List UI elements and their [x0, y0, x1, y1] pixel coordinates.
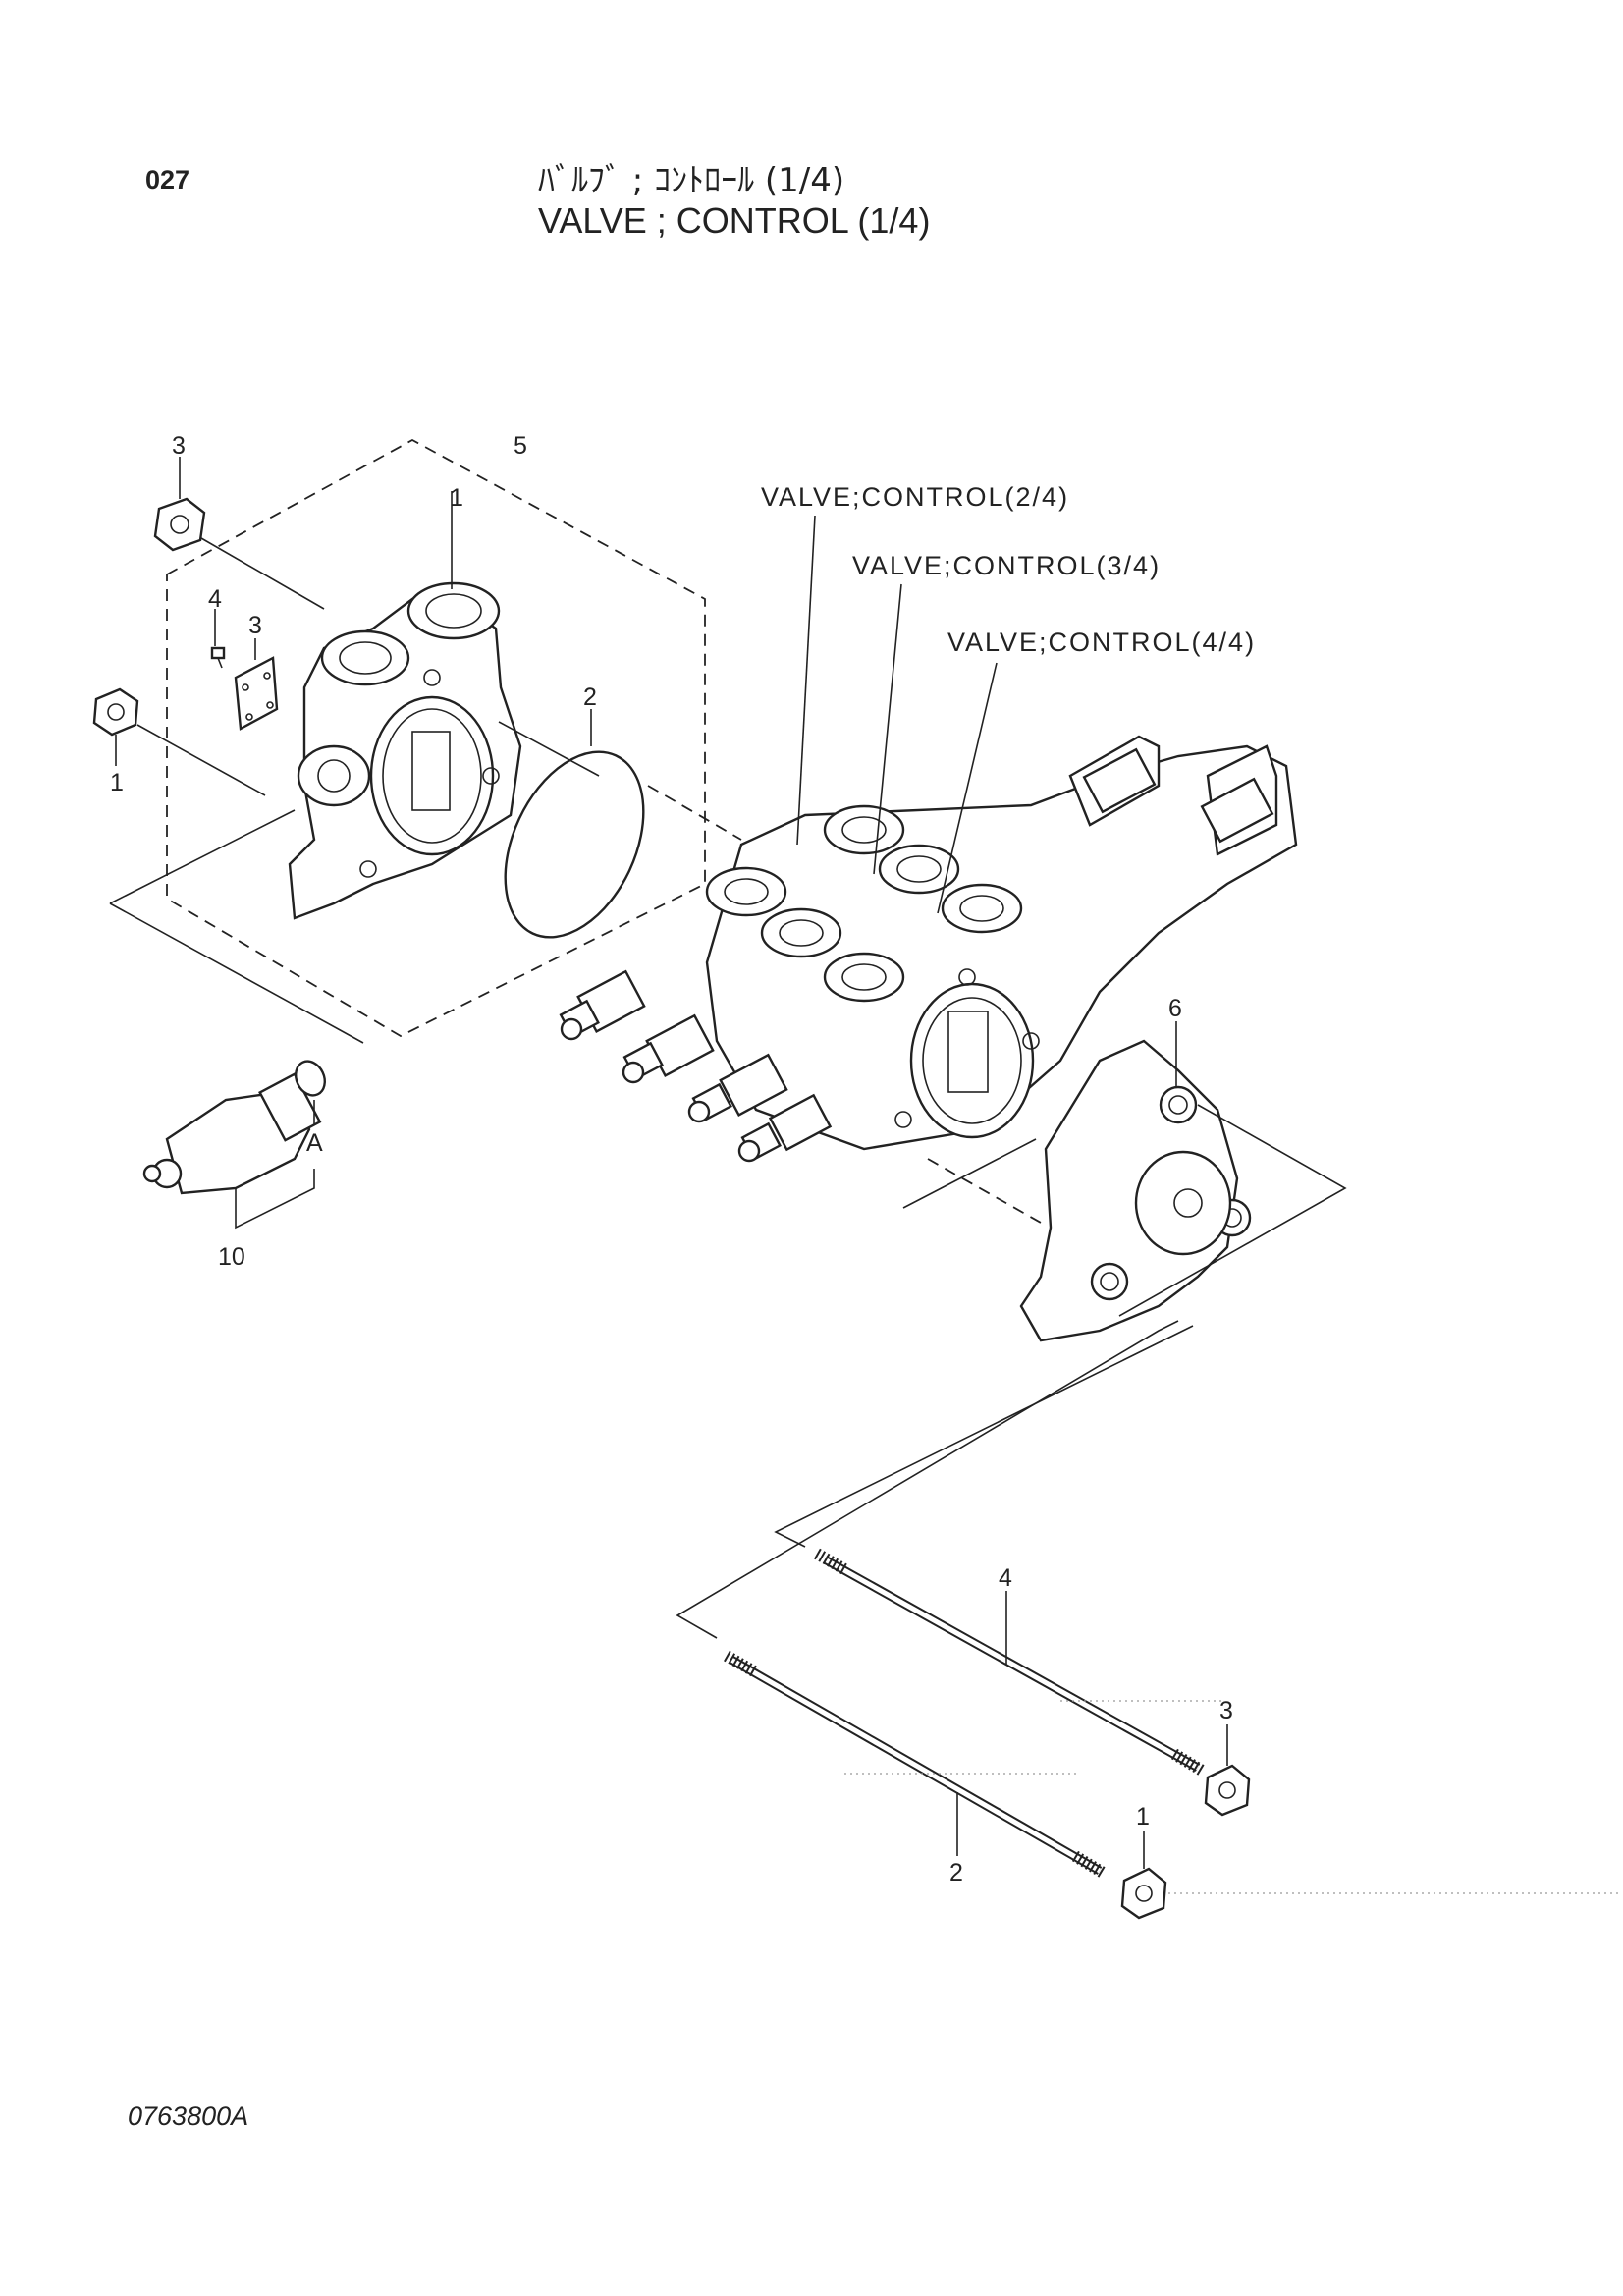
leader-10	[235, 1169, 315, 1230]
group-boundary-5	[166, 438, 706, 1038]
ref-valve-control-2-4: VALVE;CONTROL(2/4)	[761, 482, 1069, 512]
line-to-relief-1	[109, 809, 296, 904]
callout-3-top-nut: 3	[172, 432, 186, 460]
line-cover-right	[1118, 1104, 1347, 1317]
callout-4-screw: 4	[208, 585, 222, 613]
callout-4-upper-rod: 4	[999, 1564, 1012, 1592]
hex-nut-top	[153, 497, 206, 552]
relief-valve	[142, 1072, 322, 1195]
tie-rod-upper	[814, 1548, 1208, 1777]
connector-dash-housing-valve	[647, 785, 742, 841]
dash-cover-body	[927, 1158, 1042, 1224]
title-english: VALVE ; CONTROL (1/4)	[538, 200, 931, 241]
leader-ref-3-4	[873, 583, 902, 875]
callout-1-housing: 1	[450, 484, 463, 512]
callout-1-left-nut: 1	[110, 769, 124, 796]
leader-left-nut	[136, 724, 266, 796]
spool-end-4	[737, 1093, 833, 1163]
hex-nut-lower-1	[1120, 1867, 1167, 1920]
ref-valve-control-3-4: VALVE;CONTROL(3/4)	[852, 551, 1161, 580]
callout-2-lower-rod: 2	[949, 1859, 963, 1886]
small-o-ring	[295, 1060, 326, 1097]
main-valve-assembly	[559, 735, 1298, 1163]
title-japanese: ﾊﾞﾙﾌﾞ ; ｺﾝﾄﾛｰﾙ (1/4)	[538, 161, 845, 200]
ref-valve-control-4-4: VALVE;CONTROL(4/4)	[947, 628, 1256, 657]
leader-ref-4-4	[937, 662, 998, 914]
callout-6-end-cover: 6	[1168, 995, 1182, 1022]
page-number: 027	[145, 165, 190, 194]
o-ring-large	[504, 750, 645, 939]
end-cover	[1019, 1039, 1252, 1342]
leader-nut-to-housing	[200, 537, 325, 610]
hex-nut-left	[92, 687, 139, 737]
leader-housing-oring	[498, 721, 600, 777]
screw-small	[210, 646, 226, 669]
callout-2-oring: 2	[583, 683, 597, 711]
document-code: 0763800A	[128, 2102, 249, 2131]
line-cover-to-body	[902, 1138, 1037, 1209]
tie-rod-lower	[724, 1650, 1109, 1880]
callout-3-lower-nut: 3	[1219, 1697, 1233, 1724]
line-to-relief-2	[109, 902, 364, 1044]
hex-nut-lower-3	[1204, 1764, 1251, 1817]
callout-10-relief-valve: 10	[218, 1243, 245, 1271]
spool-end-2	[622, 1013, 715, 1084]
leader-ref-2-4	[796, 515, 816, 846]
valve-housing	[288, 581, 522, 920]
callout-1-lower-nut: 1	[1136, 1803, 1150, 1831]
callout-a-small-oring: A	[306, 1129, 323, 1157]
spool-end-1	[559, 969, 646, 1041]
tie-line-lower	[676, 1320, 1179, 1639]
tie-line-upper	[774, 1325, 1194, 1548]
spool-end-3	[687, 1053, 788, 1123]
callout-3-plate: 3	[248, 612, 262, 639]
name-plate	[234, 656, 279, 731]
callout-5-housing-group: 5	[514, 432, 527, 460]
